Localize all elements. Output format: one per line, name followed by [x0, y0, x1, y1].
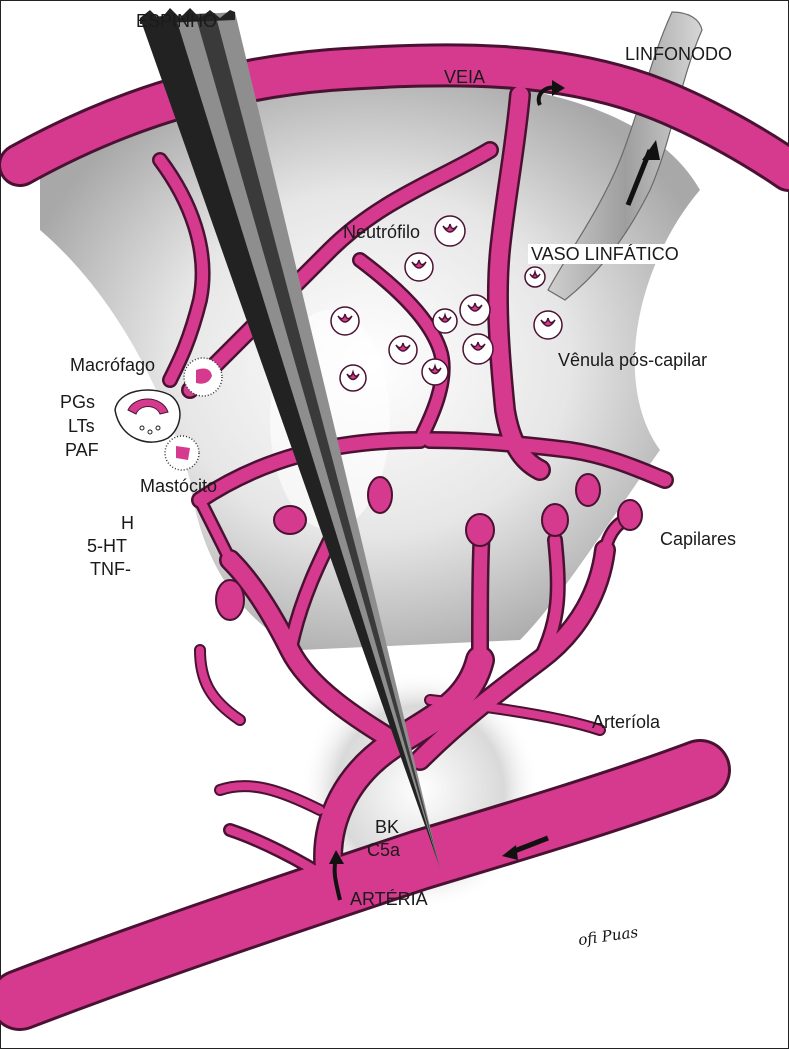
- mast-cell-label: Mastócito: [140, 477, 217, 495]
- vein-label: VEIA: [444, 68, 485, 86]
- neutrophil-cell: [331, 307, 359, 335]
- neutrophil-cell: [422, 359, 448, 385]
- secretory-cell: [115, 390, 180, 442]
- capillaries-label: Capilares: [660, 530, 736, 548]
- macrophage-label: Macrófago: [70, 356, 155, 374]
- thorn-label: ESPINHO: [136, 12, 217, 30]
- arteriole-label: Arteríola: [592, 713, 660, 731]
- mast-cell: [165, 436, 199, 470]
- pgs-label: PGs: [60, 393, 95, 411]
- neutrophil-cell: [463, 334, 493, 364]
- macrophage: [184, 358, 222, 396]
- histamine-label: H: [121, 514, 134, 532]
- lymph-vessel-label: VASO LINFÁTICO: [528, 244, 682, 264]
- neutrophil-cell: [534, 311, 562, 339]
- neutrophil-label: Neutrófilo: [343, 223, 420, 241]
- serotonin-label: 5-HT: [87, 537, 127, 555]
- artery-label: ARTÉRIA: [350, 890, 428, 908]
- bk-label: BK: [375, 818, 399, 836]
- neutrophil-cell: [389, 336, 417, 364]
- tnf-label: TNF-: [90, 560, 131, 578]
- neutrophil-cell: [433, 309, 457, 333]
- neutrophil-cell: [525, 267, 545, 287]
- paf-label: PAF: [65, 441, 99, 459]
- neutrophil-cell: [340, 365, 366, 391]
- lts-label: LTs: [68, 417, 95, 435]
- postcapillary-venule-label: Vênula pós-capilar: [558, 351, 707, 369]
- c5a-label: C5a: [367, 841, 400, 859]
- neutrophil-cell: [460, 295, 490, 325]
- lymph-node-label: LINFONODO: [625, 45, 732, 63]
- neutrophil-cell: [405, 253, 433, 281]
- neutrophil-cell: [435, 216, 465, 246]
